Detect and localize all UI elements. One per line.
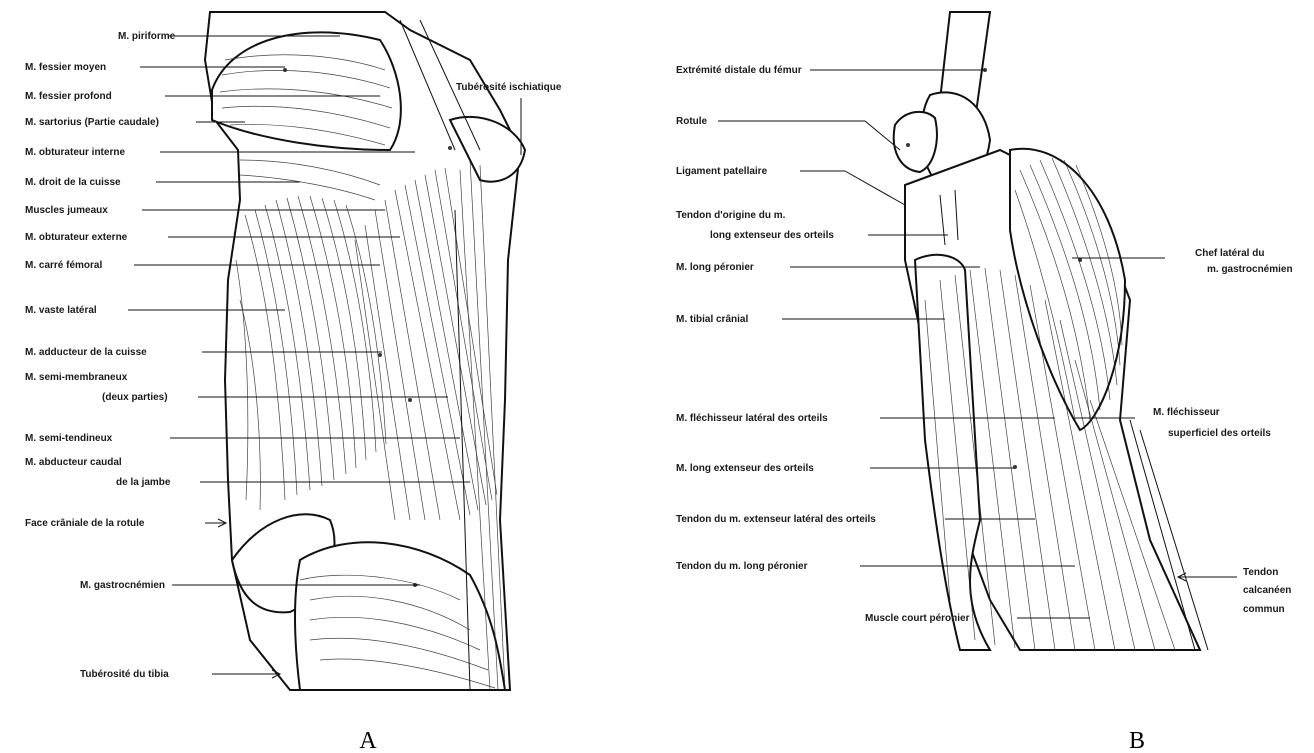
label-calcaneen: calcanéen [1243,585,1291,596]
label-m-gastrocnemien-b: m. gastrocnémien [1207,264,1293,275]
label-deux-parties: (deux parties) [102,392,168,403]
label-tendon-long-peronier: Tendon du m. long péronier [676,561,808,572]
label-chef-lateral: Chef latéral du [1195,248,1264,259]
label-m-droit-de-la-cuisse: M. droit de la cuisse [25,177,121,188]
label-m-gastrocnemien: M. gastrocnémien [80,580,165,591]
panel-b-illustration [894,12,1208,650]
label-m-fessier-moyen: M. fessier moyen [25,62,106,73]
label-m-sartorius: M. sartorius (Partie caudale) [25,117,159,128]
label-tuberosite-du-tibia: Tubérosité du tibia [80,669,169,680]
label-m-long-extenseur-orteils: M. long extenseur des orteils [676,463,814,474]
label-m-carre-femoral: M. carré fémoral [25,260,102,271]
label-ligament-patellaire: Ligament patellaire [676,166,768,177]
label-tuberosite-ischiatique: Tubérosité ischiatique [456,82,562,93]
label-commun: commun [1243,604,1285,615]
label-superficiel-orteils: superficiel des orteils [1168,428,1271,439]
label-m-piriforme: M. piriforme [118,31,176,42]
label-face-craniale-rotule: Face crâniale de la rotule [25,518,145,529]
label-muscle-court-peronier: Muscle court péronier [865,613,970,624]
panel-a-illustration [205,12,525,690]
label-m-long-peronier: M. long péronier [676,262,754,273]
label-m-adducteur-de-la-cuisse: M. adducteur de la cuisse [25,347,147,358]
label-m-semi-tendineux: M. semi-tendineux [25,433,113,444]
label-tendon-extenseur-lateral: Tendon du m. extenseur latéral des ortei… [676,514,876,525]
label-m-semi-membraneux: M. semi-membraneux [25,372,128,383]
label-m-flechisseur: M. fléchisseur [1153,407,1220,418]
label-m-vaste-lateral: M. vaste latéral [25,305,97,316]
label-de-la-jambe: de la jambe [116,477,171,488]
label-m-tibial-cranial: M. tibial crânial [676,314,748,325]
label-m-fessier-profond: M. fessier profond [25,91,112,102]
label-m-flechisseur-lateral: M. fléchisseur latéral des orteils [676,413,828,424]
label-m-obturateur-externe: M. obturateur externe [25,232,128,243]
caption-b: B [1129,728,1145,753]
label-tendon: Tendon [1243,567,1278,578]
label-m-abducteur-caudal: M. abducteur caudal [25,457,122,468]
label-extremite-distale-femur: Extrémité distale du fémur [676,65,802,76]
caption-a: A [359,728,377,753]
label-muscles-jumeaux: Muscles jumeaux [25,205,108,216]
label-m-obturateur-interne: M. obturateur interne [25,147,125,158]
label-long-extenseur-orteils-tendon: long extenseur des orteils [710,230,834,241]
label-tendon-origine: Tendon d'origine du m. [676,210,786,221]
label-rotule: Rotule [676,116,708,127]
